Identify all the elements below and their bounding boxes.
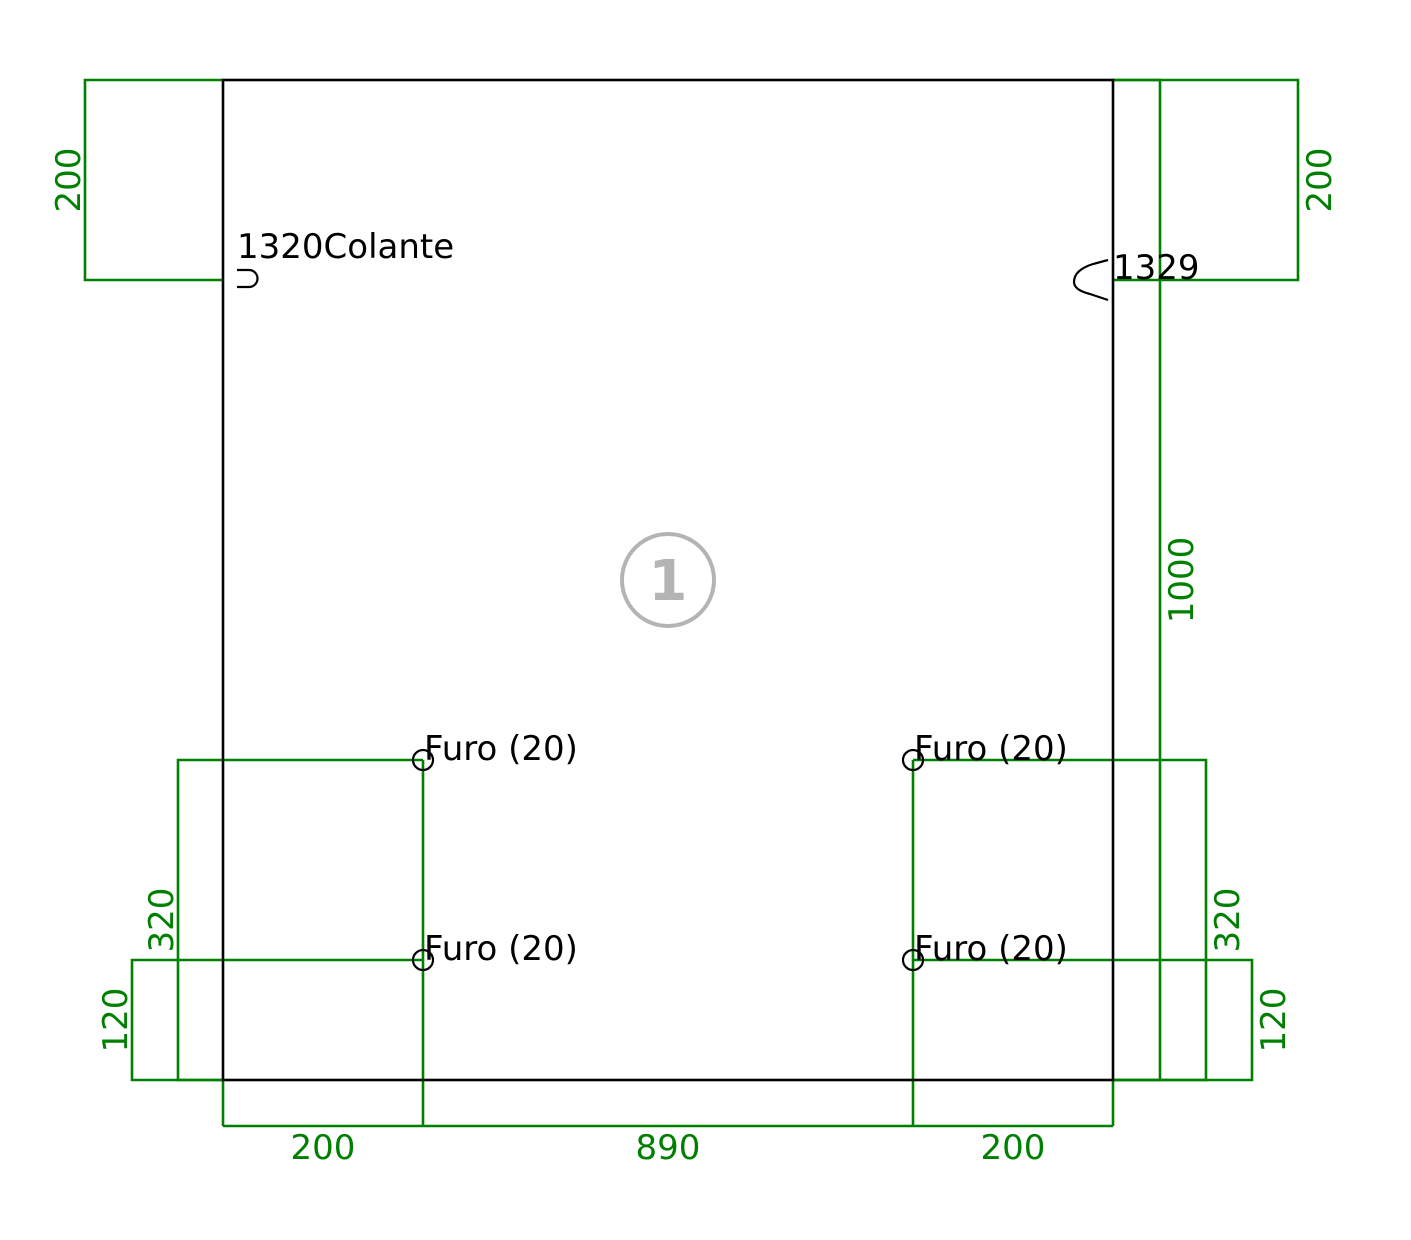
dim-right-120-text: 120 (1254, 988, 1294, 1053)
hole-top-right (901, 748, 925, 772)
right-edge-label: 1329 (1113, 248, 1200, 288)
dim-left-top-text: 200 (49, 148, 89, 213)
dim-bottom-middle-text: 890 (636, 1128, 701, 1168)
hole-bottom-right (901, 948, 925, 972)
hole-top-left (411, 748, 435, 772)
hole-label: Furo (20) (914, 729, 1068, 769)
hole-label: Furo (20) (424, 929, 578, 969)
dim-left-320-text: 320 (142, 888, 182, 953)
dim-right-height-text: 1000 (1162, 537, 1202, 624)
left-edge-label: 1320Colante (237, 227, 454, 267)
dim-left-top-line (83, 78, 223, 282)
holes (411, 748, 925, 972)
dim-bottom-right-text: 200 (981, 1128, 1046, 1168)
dim-left-120-text: 120 (96, 988, 136, 1053)
dim-right-320-text: 320 (1208, 888, 1248, 953)
dim-left-320-line (176, 758, 423, 1082)
left-edge-symbol (237, 268, 259, 289)
dim-right-120-line (913, 958, 1254, 1082)
piece-number: 1 (649, 549, 688, 614)
dim-right-top-line (1113, 78, 1300, 282)
dim-right-320-line (913, 758, 1208, 1082)
dim-right-top-text: 200 (1300, 148, 1340, 213)
dimension-lines (83, 78, 1300, 1128)
right-edge-symbol (1072, 258, 1109, 302)
dim-right-height-line (1113, 78, 1162, 1082)
dim-left-120-line (130, 958, 423, 1082)
hole-label: Furo (20) (914, 929, 1068, 969)
dim-bottom-left-text: 200 (291, 1128, 356, 1168)
hole-bottom-left (411, 948, 435, 972)
piece-number-circle (620, 532, 716, 628)
hole-label: Furo (20) (424, 729, 578, 769)
panel-outline (221, 78, 1115, 1082)
